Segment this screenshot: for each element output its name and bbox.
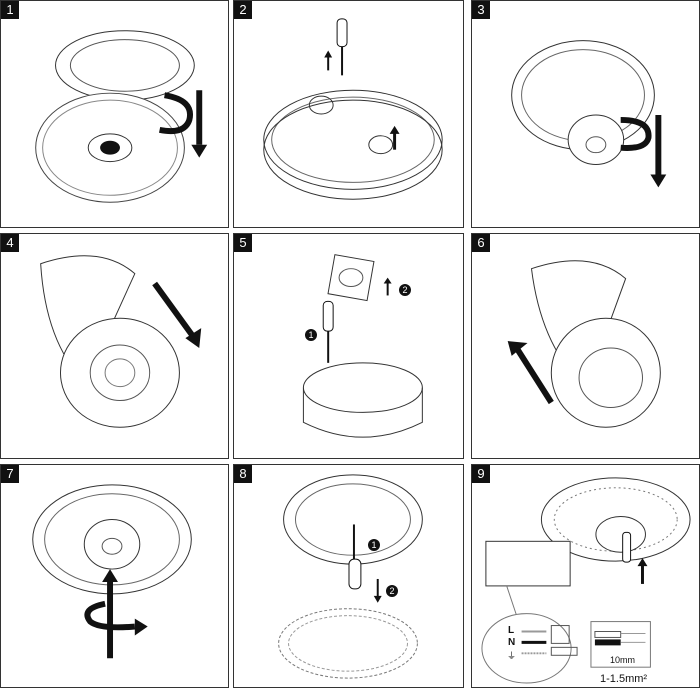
screwdriver-icon (322, 300, 334, 332)
step-number: 8 (234, 465, 252, 483)
lamp-cover-removal-illustration (35, 30, 208, 203)
module-detach-illustration (40, 255, 202, 428)
strip-length-label: 10mm (610, 655, 636, 665)
step-number: 3 (472, 1, 490, 19)
step-5-panel: 5 1 2 (233, 233, 464, 459)
step-number: 1 (1, 1, 19, 19)
callout-2-badge: 2 (399, 284, 411, 296)
screwdriver-icon (336, 18, 348, 48)
callout-1-badge: 1 (368, 539, 380, 551)
step-6-panel: 6 (471, 233, 700, 459)
screwdriver-icon (348, 558, 362, 590)
wiring-zoom-bubble (481, 613, 572, 684)
module-rotate-illustration (511, 40, 667, 188)
step-4-panel: 4 (0, 233, 229, 459)
arrow-icon (152, 281, 197, 340)
module-lock-illustration (32, 484, 192, 659)
ring-install-illustration (278, 474, 423, 679)
step-number: 9 (472, 465, 490, 483)
base-plate-screw-illustration (263, 18, 443, 200)
terminal-label-n: N (508, 637, 516, 648)
rotate-arrow-icon (159, 92, 193, 135)
step-number: 2 (234, 1, 252, 19)
arrow-icon (514, 346, 554, 405)
step-number: 7 (1, 465, 19, 483)
rotate-arrow-icon (620, 116, 652, 151)
wiring-illustration (481, 477, 691, 684)
terminal-detail-inset (485, 540, 571, 587)
step-number: 4 (1, 234, 19, 252)
step-number: 6 (472, 234, 490, 252)
step-number: 5 (234, 234, 252, 252)
step-7-panel: 7 (0, 464, 229, 688)
driver-replacement-illustration (302, 254, 423, 438)
screwdriver-icon (622, 531, 632, 563)
terminal-label-l: L (508, 625, 515, 636)
callout-2-badge: 2 (386, 585, 398, 597)
step-3-panel: 3 (471, 0, 700, 228)
step-8-panel: 8 1 2 (233, 464, 464, 688)
ground-icon: ⏚ (507, 651, 517, 661)
wire-gauge-label: 1-1.5mm² (600, 673, 648, 685)
callout-1-badge: 1 (305, 329, 317, 341)
module-reattach-illustration (507, 260, 661, 428)
step-1-panel: 1 (0, 0, 229, 228)
step-9-panel: 9 L N ⏚ 10mm 1-1.5mm² (471, 464, 700, 688)
step-2-panel: 2 (233, 0, 464, 228)
